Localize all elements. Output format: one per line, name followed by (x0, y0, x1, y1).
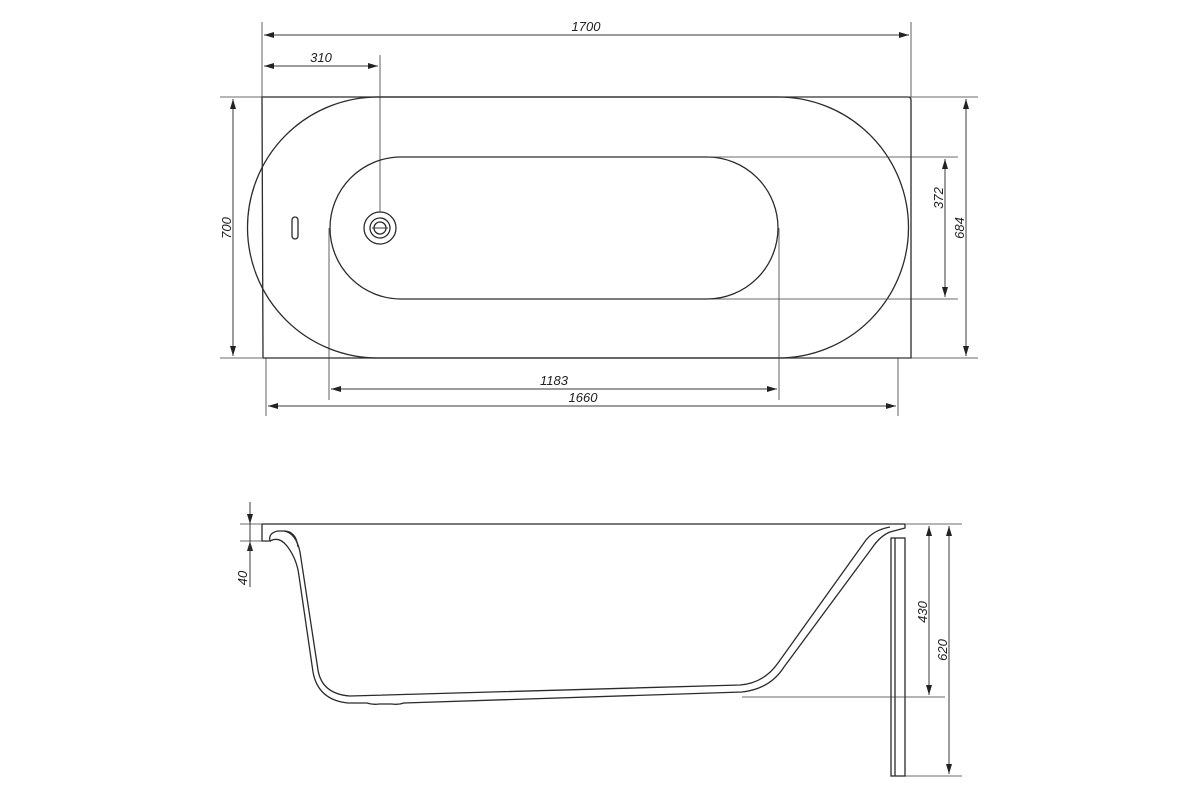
drain-icon (363, 211, 397, 245)
tub-inner-outline (246, 96, 910, 359)
tub-basin-outline (329, 156, 779, 300)
dim-overall-width: 700 (219, 216, 234, 238)
tub-inner-shell (283, 526, 891, 697)
dim-overall-length: 1700 (572, 19, 602, 34)
tub-rim-outline (261, 96, 912, 359)
dim-inner-length: 1660 (569, 390, 599, 405)
side-view-extension-lines (240, 523, 962, 777)
dim-total-height: 620 (935, 638, 950, 660)
dim-inner-width: 684 (952, 217, 967, 239)
overflow-icon (291, 216, 299, 240)
dim-basin-length: 1183 (540, 373, 569, 388)
tub-outer-shell (269, 524, 906, 705)
side-view: 40 430 620 (235, 502, 962, 777)
tub-left-lip (261, 524, 299, 548)
dim-basin-width: 372 (931, 186, 946, 208)
dim-drain-offset: 310 (310, 50, 332, 65)
top-view-extension-lines (220, 22, 978, 416)
support-leg (890, 537, 906, 777)
dim-rim-thickness: 40 (235, 570, 250, 585)
dim-depth: 430 (915, 600, 930, 622)
top-view: 1700 310 700 372 684 1183 1660 (219, 19, 978, 416)
